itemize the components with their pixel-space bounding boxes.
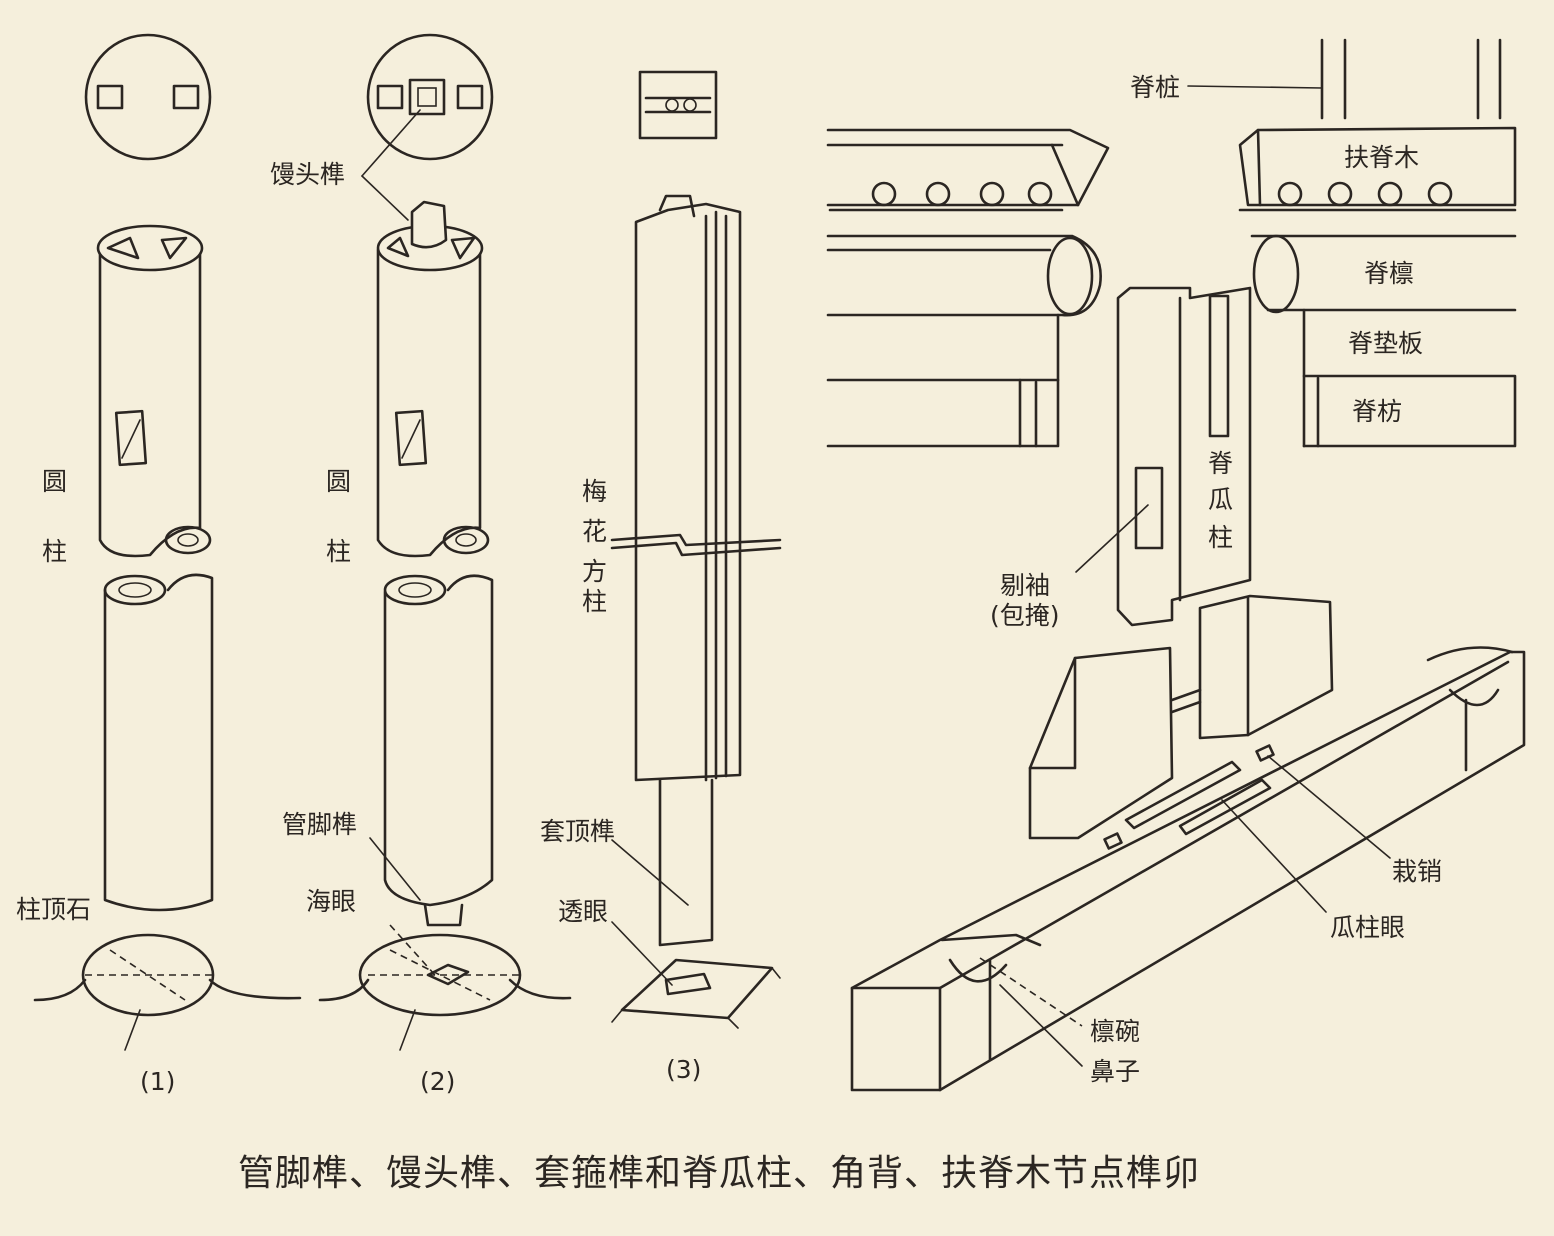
column-2-drawing (318, 33, 572, 1051)
column-1-label-a: 圆 (42, 467, 67, 496)
support-ridge-wood-label: 扶脊木 (1344, 143, 1419, 172)
ridge-melon-post-label-b: 瓜 (1208, 485, 1233, 514)
column-1-drawing (33, 33, 302, 1051)
ridge-melon-post-label-a: 脊 (1208, 449, 1233, 478)
sleeve-label: 剔袖 (1000, 571, 1050, 600)
through-eye-label: 透眼 (558, 897, 608, 926)
plum-column-label-c: 方 (582, 557, 607, 586)
sea-eye-label: 海眼 (306, 887, 356, 916)
pin-label: 栽销 (1392, 857, 1442, 886)
ridge-assembly-drawing (826, 38, 1526, 1092)
column-3-drawing (610, 70, 782, 1029)
column-2-label-b: 柱 (326, 537, 351, 566)
column-1-label-b: 柱 (42, 537, 67, 566)
plum-column-label-d: 柱 (582, 587, 607, 616)
ridge-pile-label: 脊桩 (1130, 73, 1180, 102)
figure-caption: 管脚榫、馒头榫、套箍榫和脊瓜柱、角背、扶脊木节点榫卯 (238, 1153, 1200, 1194)
nose-label: 鼻子 (1090, 1057, 1140, 1086)
base-stone-label: 柱顶石 (16, 895, 91, 924)
column-2-label-a: 圆 (326, 467, 351, 496)
purlin-bowl-label: 檩碗 (1090, 1017, 1140, 1046)
melon-post-eye-label: 瓜柱眼 (1330, 913, 1405, 942)
mantou-tenon-label: 馒头榫 (270, 160, 345, 189)
foot-tenon-label: 管脚榫 (282, 810, 357, 839)
ridge-pad-board-label: 脊垫板 (1348, 329, 1423, 358)
plum-column-label-a: 梅 (582, 477, 607, 506)
sleeve-tenon-label: 套顶榫 (540, 817, 615, 846)
wrap-label: (包掩) (990, 601, 1060, 630)
plum-column-label-b: 花 (582, 517, 607, 546)
sub-label-3: (3) (666, 1055, 701, 1084)
ridge-melon-post-label-c: 柱 (1208, 523, 1233, 552)
sub-label-1: (1) (140, 1067, 175, 1096)
sub-label-2: (2) (420, 1067, 455, 1096)
ridge-tiebeam-label: 脊枋 (1352, 397, 1402, 426)
ridge-purlin-label: 脊檩 (1364, 259, 1414, 288)
